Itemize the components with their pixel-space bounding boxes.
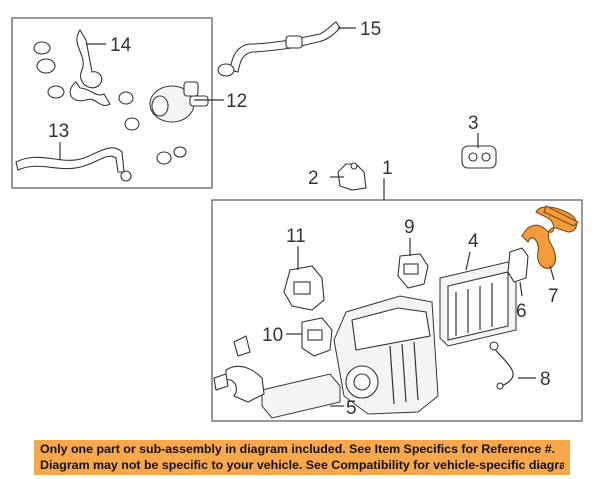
notice-line-2: Diagram may not be specific to your vehi… <box>40 457 564 472</box>
actuator-9 <box>397 253 429 289</box>
callout-11: 11 <box>286 226 306 247</box>
compatibility-notice-banner: Only one part or sub-assembly in diagram… <box>34 440 570 475</box>
parts-diagram: 14 12 13 15 2 3 1 9 4 11 10 6 7 8 5 <box>11 17 583 422</box>
bracket-2 <box>337 162 367 191</box>
callout-15: 15 <box>360 19 381 40</box>
expansion-valve-6 <box>507 247 529 283</box>
callout-1: 1 <box>382 158 393 179</box>
hvac-case <box>333 295 439 415</box>
callout-8: 8 <box>540 369 551 390</box>
hose-15 <box>217 21 341 77</box>
callout-13: 13 <box>48 121 69 142</box>
callout-3: 3 <box>468 113 479 134</box>
hose-14 <box>69 28 111 106</box>
callout-6: 6 <box>516 301 527 322</box>
hvac-case-assembly-frame <box>211 199 583 422</box>
callout-4: 4 <box>468 231 479 252</box>
sensor-8 <box>489 341 514 390</box>
callout-7: 7 <box>548 286 559 307</box>
actuator-11 <box>283 265 325 311</box>
heater-core-5 <box>213 335 341 419</box>
clamp-group-upper <box>33 41 187 182</box>
callout-10: 10 <box>262 325 283 346</box>
water-valve-12 <box>149 81 209 123</box>
callout-9: 9 <box>404 217 415 238</box>
heater-core-tube-7-highlighted <box>521 205 579 269</box>
callout-2: 2 <box>308 168 319 189</box>
evaporator-4 <box>439 261 517 347</box>
actuator-10 <box>301 317 333 357</box>
upper-left-assembly-frame <box>11 17 213 189</box>
callout-12: 12 <box>226 91 247 112</box>
hose-13 <box>15 147 125 173</box>
callout-5: 5 <box>346 398 357 419</box>
seal-3 <box>461 145 497 169</box>
notice-line-1: Only one part or sub-assembly in diagram… <box>40 442 556 456</box>
callout-14: 14 <box>110 35 132 56</box>
leader-lines <box>59 27 555 407</box>
